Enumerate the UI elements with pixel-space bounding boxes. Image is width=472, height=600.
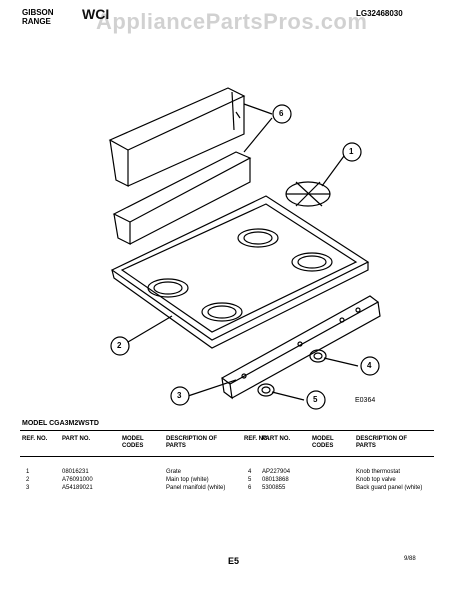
- knob-thermostat: [309, 349, 327, 363]
- back-guard-panel: [108, 87, 246, 187]
- desc-1: Grate: [166, 469, 182, 475]
- part-no-1: 08016231: [62, 469, 89, 475]
- header-desc-right: DESCRIPTION OF PARTS: [356, 436, 408, 449]
- header-desc-left: DESCRIPTION OF PARTS: [166, 436, 218, 449]
- ref-5: 5: [248, 477, 252, 483]
- ref-1: 1: [26, 469, 30, 475]
- header-part-no-right: PART NO.: [262, 436, 291, 442]
- part-no-2: A76091000: [62, 477, 93, 483]
- back-guard-strip: [112, 151, 252, 245]
- desc-2: Main top (white): [166, 477, 209, 483]
- desc-4: Knob thermostat: [356, 469, 401, 475]
- callout-3: 3: [177, 391, 182, 400]
- brand-label: GIBSON RANGE: [22, 8, 54, 26]
- callout-4: 4: [367, 361, 372, 370]
- panel-manifold: [220, 295, 381, 400]
- brand-line-2: RANGE: [22, 17, 51, 26]
- header-part-no-left: PART NO.: [62, 436, 91, 442]
- ref-2: 2: [26, 477, 30, 483]
- ref-4: 4: [248, 469, 252, 475]
- header-model-codes-left: MODEL CODES: [122, 436, 144, 449]
- main-top: [110, 195, 370, 349]
- watermark: AppliancePartsPros.com: [96, 9, 368, 34]
- part-no-3: A54189021: [62, 485, 93, 491]
- brand-line-1: GIBSON: [22, 8, 54, 17]
- model-code: LG32468030: [356, 9, 403, 18]
- header-ref-no-left: REF. NO.: [22, 436, 48, 442]
- part-no-5: 08013868: [262, 477, 289, 483]
- header-ref-no-right: REF. NO.: [244, 436, 270, 442]
- callout-5: 5: [313, 395, 318, 404]
- knob-top-valve: [257, 383, 275, 397]
- desc-6: Back guard panel (white): [356, 485, 423, 491]
- header-model-codes-right: MODEL CODES: [312, 436, 334, 449]
- callout-2: 2: [117, 341, 122, 350]
- page-date: 9/88: [404, 556, 416, 562]
- model-line: MODEL CGA3M2WSTD: [22, 420, 99, 427]
- ref-6: 6: [248, 485, 252, 491]
- divider-top: [20, 430, 434, 431]
- callout-6: 6: [279, 109, 284, 118]
- desc-5: Knob top valve: [356, 477, 396, 483]
- desc-3: Panel manifold (white): [166, 485, 226, 491]
- diagram-code: E0364: [355, 397, 376, 404]
- grate: [285, 181, 331, 207]
- ref-3: 3: [26, 485, 30, 491]
- exploded-diagram: [108, 87, 381, 410]
- callout-1: 1: [349, 147, 354, 156]
- wci-logo: WCI: [82, 6, 110, 22]
- divider-header: [20, 456, 434, 457]
- part-no-6: 5300855: [262, 485, 286, 491]
- page-number: E5: [228, 556, 240, 566]
- part-no-4: AP227904: [262, 469, 291, 475]
